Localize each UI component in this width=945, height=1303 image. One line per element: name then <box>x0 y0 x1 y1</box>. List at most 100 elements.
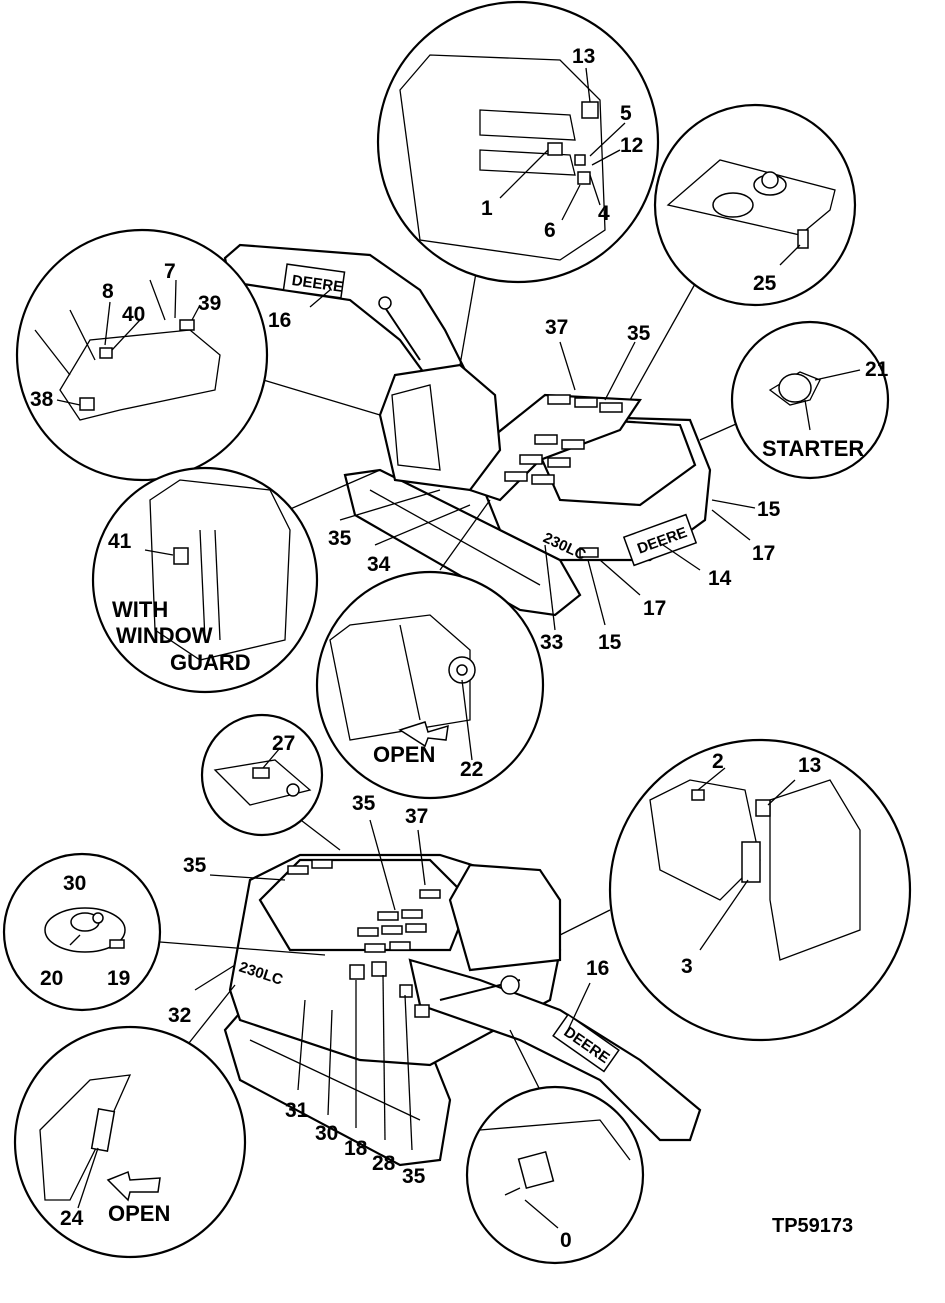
callout-labels: 13 5 12 1 4 6 25 7 8 39 40 38 16 37 35 2… <box>30 45 889 1252</box>
callout-17-lower: 17 <box>643 597 666 620</box>
callout-39: 39 <box>198 292 221 315</box>
detail-starter <box>730 320 890 480</box>
leader-27 <box>382 974 386 1141</box>
callout-22: 22 <box>460 758 483 781</box>
callout-30: 32 <box>168 1004 191 1027</box>
detail-cab-lower <box>608 738 912 1042</box>
track-line <box>369 489 541 586</box>
callout-29: 31 <box>285 1099 309 1122</box>
caption-guard: GUARD <box>170 650 251 675</box>
leader-34d <box>404 994 413 1151</box>
boom-lower-brand-decal <box>552 1013 620 1073</box>
leader-door-detail <box>439 499 491 571</box>
callout-34-left: 35 <box>183 854 207 877</box>
cab-window <box>391 384 441 471</box>
captions: STARTER WITH WINDOW GUARD OPEN OPEN TP59… <box>108 436 864 1237</box>
detail-item-25 <box>200 713 324 837</box>
callout-35-top: 37 <box>545 316 568 339</box>
callout-16-top: 16 <box>268 309 291 332</box>
callout-38: 38 <box>30 388 54 411</box>
callout-33: 35 <box>328 527 352 550</box>
callout-17-right: 17 <box>752 542 775 565</box>
callout-34-bottom: 35 <box>402 1165 426 1188</box>
callout-14: 14 <box>708 567 732 590</box>
cab-upper <box>378 363 502 492</box>
boom-cylinder <box>379 299 421 361</box>
callout-13-lower: 13 <box>798 754 821 777</box>
leader-33 <box>339 489 441 521</box>
leader-16 <box>309 289 331 308</box>
leader-14 <box>662 544 701 571</box>
caption-window: WINDOW <box>116 623 213 648</box>
detail-cab-interior <box>376 0 660 284</box>
leader-34c <box>209 874 286 881</box>
callout-7: 7 <box>164 260 176 283</box>
boom-lower <box>408 958 702 1142</box>
callout-8: 8 <box>102 280 114 303</box>
leader-17a <box>711 509 751 541</box>
figure-id: TP59173 <box>772 1215 853 1237</box>
leader-35a <box>559 341 576 391</box>
callout-13-top: 13 <box>572 45 595 68</box>
callout-4: 4 <box>598 202 610 225</box>
detail-door-open <box>315 570 545 800</box>
callout-35-mid: 37 <box>405 805 428 828</box>
track-frame-upper <box>343 468 582 617</box>
callout-25: 27 <box>272 732 295 755</box>
leader-detail-open-lower <box>184 984 236 1049</box>
callout-6: 5 <box>620 102 632 125</box>
side-light <box>579 547 599 558</box>
leader-34a <box>604 341 636 401</box>
callout-32: 34 <box>367 553 391 576</box>
leader-34b <box>369 819 396 911</box>
callout-34-top: 35 <box>627 322 651 345</box>
callout-41: 41 <box>108 530 132 553</box>
deck-decals-lower <box>287 859 441 1018</box>
leader-battery-detail <box>629 274 701 401</box>
callout-20: 20 <box>40 967 63 990</box>
callout-1: 1 <box>481 197 493 220</box>
leader-30 <box>194 964 236 991</box>
callout-21: 21 <box>865 358 889 381</box>
detail-fuel-cap <box>2 852 162 1012</box>
callout-23: 24 <box>60 1207 84 1230</box>
deck-decals-upper <box>504 394 623 485</box>
detail-control-console <box>15 228 269 482</box>
leader-31 <box>544 544 556 631</box>
counterweight-brand-decal <box>622 513 698 567</box>
callout-40: 40 <box>122 303 145 326</box>
callout-0: 0 <box>560 1229 572 1252</box>
callout-15-lower: 15 <box>598 631 622 654</box>
callout-31: 33 <box>540 631 563 654</box>
leader-16b <box>567 982 591 1031</box>
detail-bolt <box>465 1085 645 1265</box>
detail-open-lower <box>13 1025 247 1259</box>
leader-29 <box>297 999 306 1091</box>
caption-open-top: OPEN <box>373 742 435 767</box>
callout-28: 30 <box>315 1122 338 1145</box>
callout-24: 25 <box>753 272 777 295</box>
leader-fuel-cap <box>159 941 326 956</box>
callout-16-lower: 16 <box>586 957 609 980</box>
callout-19: 19 <box>107 967 130 990</box>
callout-18: 18 <box>344 1137 368 1160</box>
leader-28 <box>327 1009 333 1116</box>
caption-open-bottom: OPEN <box>108 1201 170 1226</box>
caption-starter: STARTER <box>762 436 864 461</box>
callout-34-mid: 35 <box>352 792 376 815</box>
leader-32 <box>374 504 471 546</box>
callout-12: 12 <box>620 134 643 157</box>
leader-detail-cab-lower <box>559 909 611 936</box>
caption-with: WITH <box>112 597 168 622</box>
callout-2: 2 <box>712 750 724 773</box>
cab-lower <box>448 863 562 972</box>
boom-brand-decal <box>282 263 346 299</box>
callout-15-right: 15 <box>757 498 781 521</box>
callout-37: 30 <box>63 872 86 895</box>
leader-17b <box>599 559 641 596</box>
leader-detail-bolt <box>509 1029 541 1091</box>
callout-5: 6 <box>544 219 556 242</box>
upper-machine-view: DEERE DEERE 230LC <box>223 151 756 631</box>
leader-15a <box>711 499 756 509</box>
